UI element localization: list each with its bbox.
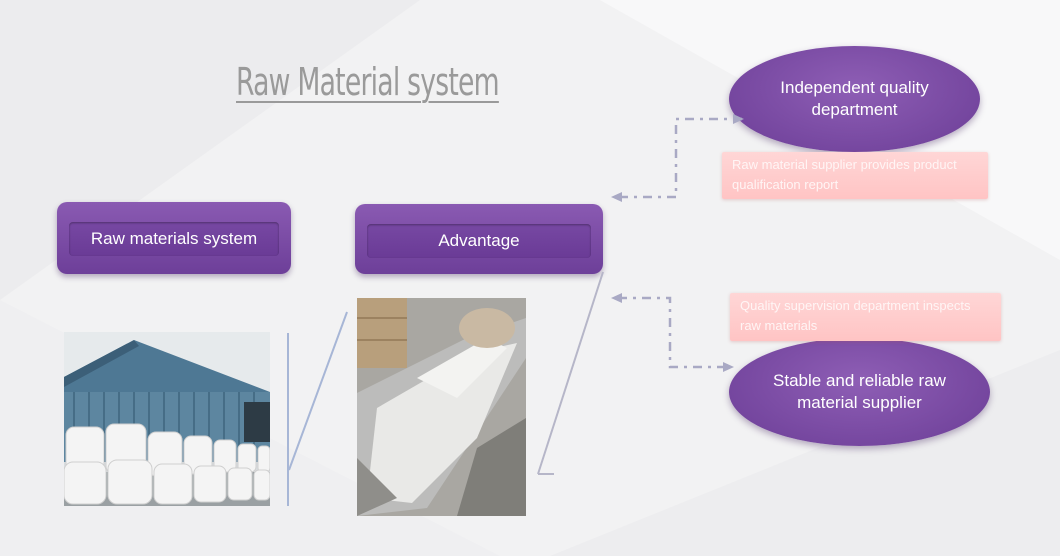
advantage-box[interactable]: Advantage xyxy=(355,204,603,274)
hopper-photo xyxy=(357,298,526,516)
quality-department-label: Independent quality department xyxy=(780,78,929,119)
raw-materials-system-label: Raw materials system xyxy=(69,222,279,256)
raw-materials-system-box[interactable]: Raw materials system xyxy=(57,202,291,274)
quality-department-ellipse[interactable]: Independent quality department xyxy=(729,46,980,152)
qualification-report-note: Raw material supplier provides product q… xyxy=(722,152,988,199)
warehouse-photo xyxy=(64,332,270,506)
advantage-label: Advantage xyxy=(367,224,591,258)
quality-inspection-note: Quality supervision department inspects … xyxy=(730,293,1001,341)
supplier-ellipse[interactable]: Stable and reliable raw material supplie… xyxy=(729,338,990,446)
supplier-label: Stable and reliable raw material supplie… xyxy=(773,371,946,412)
page-title: Raw Material system xyxy=(236,60,500,104)
